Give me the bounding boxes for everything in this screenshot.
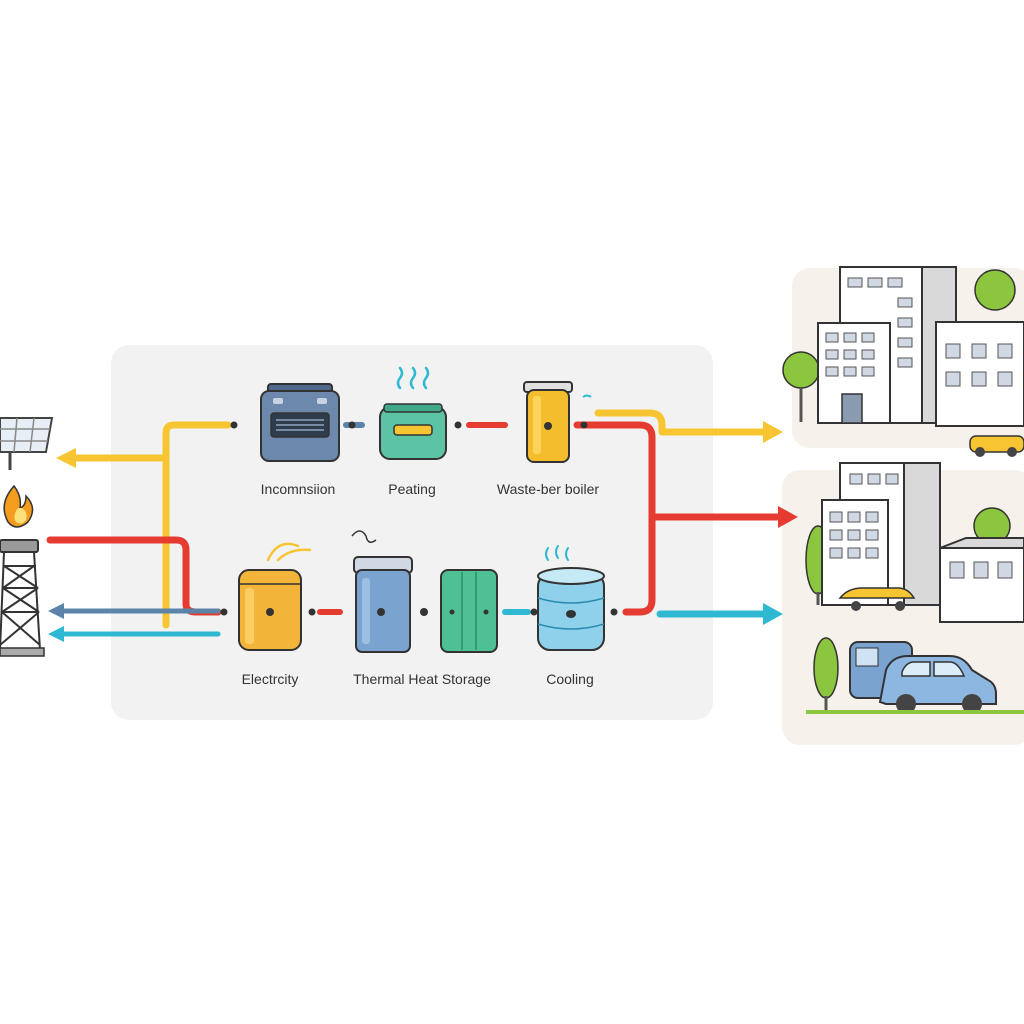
arrow-to-residential xyxy=(778,506,798,528)
residential-buildings-icon xyxy=(805,462,1024,623)
label-cooling: Cooling xyxy=(546,671,593,687)
storage-cylinder-icon[interactable] xyxy=(266,530,413,653)
yellow-flow-left xyxy=(162,421,232,629)
arrow-steel-left xyxy=(48,603,64,619)
server-unit-icon[interactable] xyxy=(260,383,340,462)
yellow-flow-right xyxy=(594,409,769,436)
heat-exchanger-icon[interactable] xyxy=(440,569,498,653)
label-peating: Peating xyxy=(388,481,435,497)
arrow-to-solar xyxy=(56,448,76,468)
connection-dots xyxy=(220,421,618,616)
vehicles-icon xyxy=(806,637,1024,714)
central-panel xyxy=(111,345,713,720)
office-buildings-icon xyxy=(782,266,1024,457)
label-thermal-heat-storage: Thermal Heat Storage xyxy=(353,671,491,687)
arrow-to-offices xyxy=(763,421,783,443)
label-waste-boiler: Waste-ber boiler xyxy=(497,481,600,497)
label-electricity: Electrcity xyxy=(242,671,299,687)
label-incomission: Incomnsiion xyxy=(261,481,336,497)
arrow-to-vehicles xyxy=(763,603,783,625)
battery-tank-icon[interactable] xyxy=(238,569,302,651)
arrow-cyan-left xyxy=(48,626,64,642)
heater-icon[interactable] xyxy=(379,366,447,460)
boiler-tank-icon[interactable] xyxy=(523,381,592,463)
solar-panel-icon xyxy=(0,417,54,470)
cooling-drum-icon[interactable] xyxy=(537,545,605,651)
gas-flare-tower-icon xyxy=(0,484,45,657)
